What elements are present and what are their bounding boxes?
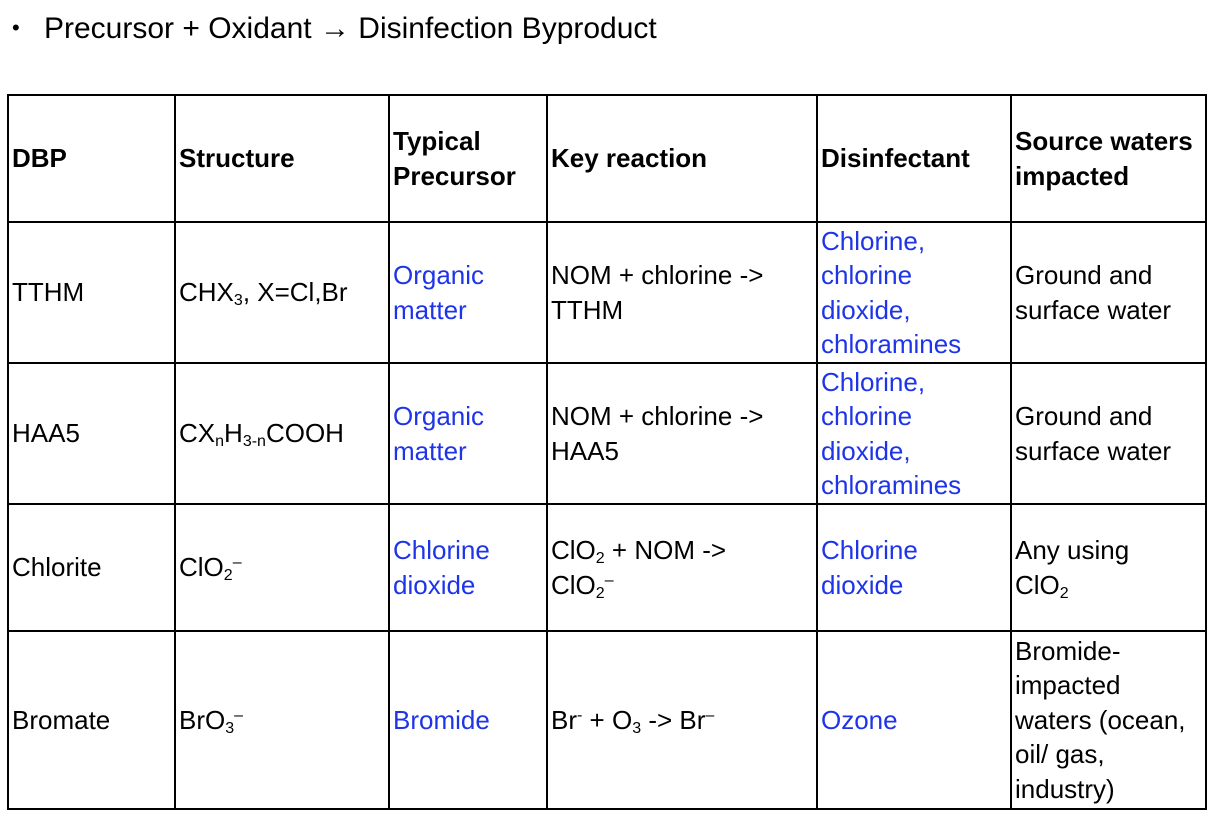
column-header-structure: Structure [174,94,390,223]
header-text: Precursor + Oxidant → Disinfection Bypro… [44,12,657,45]
cell-source: Ground and surface water [1010,362,1207,505]
cell-dbp: Bromate [7,630,176,810]
column-header-source: Source waters impacted [1010,94,1207,223]
cell-reaction: NOM + chlorine -> HAA5 [546,362,818,505]
cell-reaction: ClO2 + NOM ->ClO2– [546,503,818,632]
column-header-dbp: DBP [7,94,176,223]
cell-reaction: NOM + chlorine -> TTHM [546,221,818,364]
table-row-chlorite: Chlorite ClO2– Chlorine dioxide ClO2 + N… [7,503,1207,632]
table-header-row: DBP Structure Typical Precursor Key reac… [7,94,1207,223]
cell-disinfectant-link[interactable]: Ozone [816,630,1012,810]
cell-reaction: Br- + O3 -> Br– [546,630,818,810]
cell-structure: ClO2– [174,503,390,632]
dbp-table: DBP Structure Typical Precursor Key reac… [7,94,1207,810]
cell-dbp: Chlorite [7,503,176,632]
cell-precursor-link[interactable]: Chlorine dioxide [388,503,548,632]
cell-precursor-link[interactable]: Organic matter [388,362,548,505]
cell-precursor-link[interactable]: Bromide [388,630,548,810]
cell-source: Bromide-impacted waters (ocean, oil/ gas… [1010,630,1207,810]
cell-disinfectant-link[interactable]: Chlorine, chlorine dioxide, chloramines [816,362,1012,505]
cell-dbp: HAA5 [7,362,176,505]
header-bullet-line: • Precursor + Oxidant → Disinfection Bypr… [12,8,657,49]
column-header-reaction: Key reaction [546,94,818,223]
column-header-precursor: Typical Precursor [388,94,548,223]
cell-source: Ground and surface water [1010,221,1207,364]
cell-disinfectant-link[interactable]: Chlorine dioxide [816,503,1012,632]
bullet-icon: • [12,15,20,40]
cell-disinfectant-link[interactable]: Chlorine, chlorine dioxide, chloramines [816,221,1012,364]
cell-dbp: TTHM [7,221,176,364]
cell-structure: BrO3– [174,630,390,810]
cell-structure: CXnH3-nCOOH [174,362,390,505]
table-row-bromate: Bromate BrO3– Bromide Br- + O3 -> Br– Oz… [7,630,1207,810]
column-header-disinfectant: Disinfectant [816,94,1012,223]
table-row-tthm: TTHM CHX3, X=Cl,Br Organic matter NOM + … [7,221,1207,364]
cell-structure: CHX3, X=Cl,Br [174,221,390,364]
cell-precursor-link[interactable]: Organic matter [388,221,548,364]
table-row-haa5: HAA5 CXnH3-nCOOH Organic matter NOM + ch… [7,362,1207,505]
